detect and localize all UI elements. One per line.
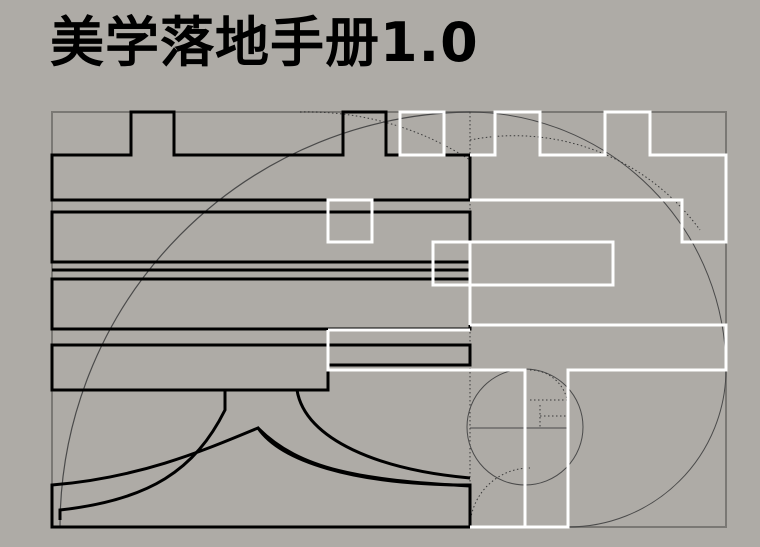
glyph-xue-outline xyxy=(326,110,728,529)
golden-arc-right xyxy=(469,111,727,371)
golden-arc-lower xyxy=(567,369,727,528)
dotted-guides xyxy=(299,111,701,528)
golden-arc-large xyxy=(59,111,471,528)
page-title: 美学落地手册1.0 xyxy=(50,11,479,74)
glyph-mei-outline xyxy=(50,110,472,529)
